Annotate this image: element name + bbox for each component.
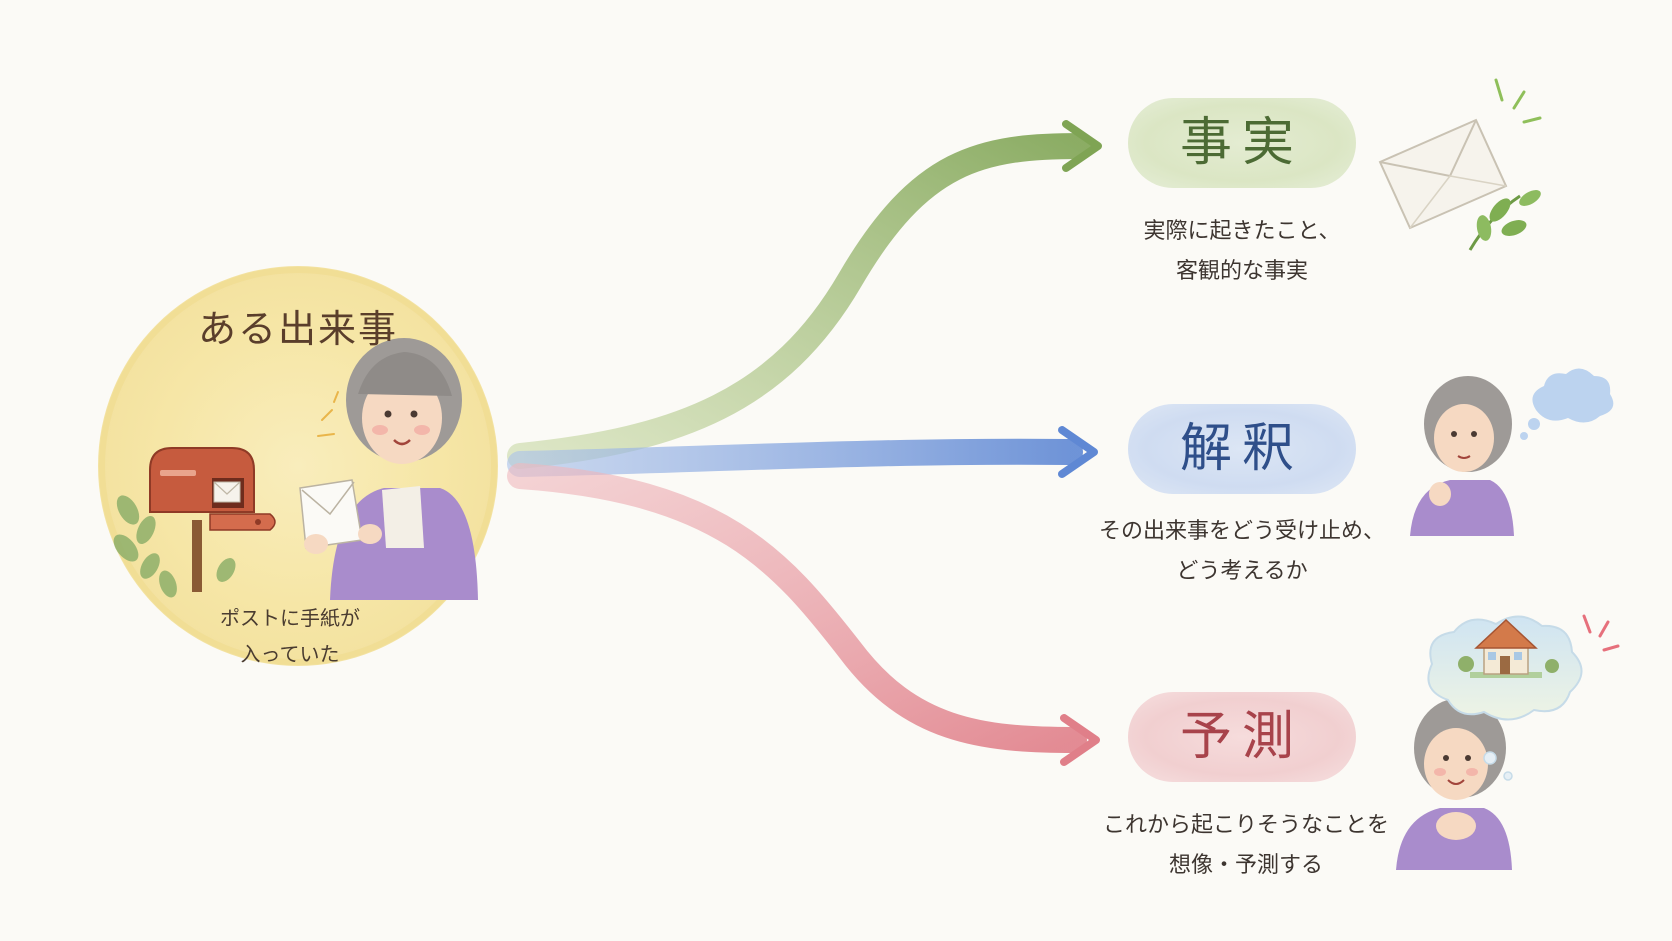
plant-leaves-icon [113, 495, 236, 598]
mailbox-icon [149, 447, 276, 592]
grandmother-illustration [299, 338, 478, 600]
prediction-description: これから起こりそうなことを 想像・予測する [1102, 813, 1389, 878]
excitement-lines-icon [1582, 614, 1620, 652]
grandmother-hopeful-illustration [1396, 698, 1512, 870]
thought-cloud-icon [1520, 368, 1614, 440]
prediction-label: 予測 [1128, 692, 1356, 782]
envelope-icon [1378, 118, 1508, 230]
grandmother-thinking-illustration [1410, 376, 1514, 536]
event-caption: ポストに手紙が 入っていた [220, 606, 360, 666]
leaf-sprig-icon [1468, 190, 1541, 251]
fact-label: 事実 [1128, 98, 1356, 188]
event-title: ある出来事 [197, 307, 398, 351]
arrow-fact [507, 120, 1102, 469]
fact-description: 実際に起きたこと、 客観的な事実 [1143, 219, 1341, 284]
arrow-interpretation [507, 426, 1098, 478]
interpretation-description: その出来事をどう受け止め、 どう考えるか [1098, 519, 1385, 584]
arrow-prediction [507, 463, 1100, 766]
house-icon [1458, 618, 1559, 678]
interpretation-label: 解釈 [1128, 404, 1356, 494]
sparkle-lines-icon [1494, 78, 1542, 124]
